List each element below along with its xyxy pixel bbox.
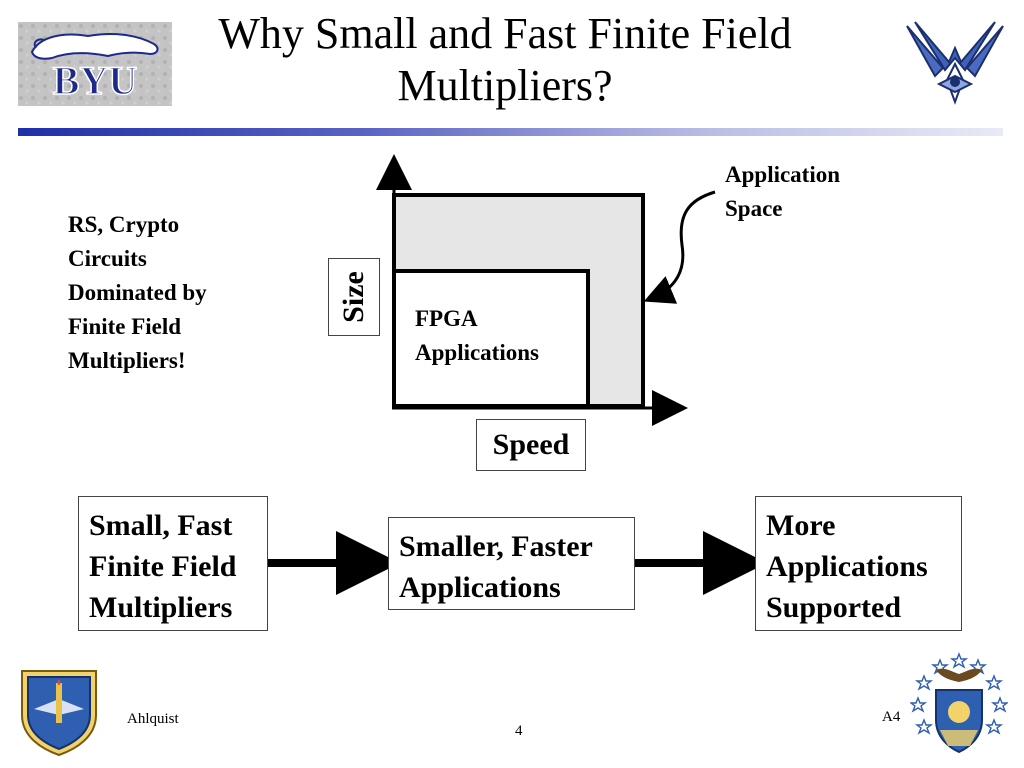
flow-box-line: Applications (766, 550, 928, 583)
application-space-line: Space (725, 196, 783, 221)
title-line-2: Multipliers? (397, 61, 613, 110)
left-note: RS, Crypto Circuits Dominated by Finite … (68, 208, 268, 378)
flow-box-line: More (766, 509, 836, 542)
footer-slide-code: A4 (882, 709, 901, 725)
left-note-line: Circuits (68, 246, 147, 271)
size-axis-label: Size (328, 258, 380, 336)
fpga-applications-region (392, 269, 590, 408)
footer-page-number: 4 (515, 723, 523, 739)
flow-box-line: Small, Fast (89, 509, 233, 542)
speed-axis-label: Speed (476, 419, 586, 471)
aetc-shield-icon (14, 665, 104, 757)
left-note-line: Multipliers! (68, 348, 186, 373)
byu-logo: BYU (18, 22, 172, 106)
footer-author: Ahlquist (127, 711, 179, 727)
fpga-label-line: Applications (415, 340, 539, 365)
application-space-label: Application Space (725, 158, 925, 226)
flow-box-line: Supported (766, 591, 902, 624)
title-underline (18, 128, 1003, 136)
application-space-pointer (643, 190, 716, 304)
slide-title: Why Small and Fast Finite Field Multipli… (180, 8, 830, 112)
flow-box-line: Applications (399, 571, 561, 604)
flow-box-smaller-faster-applications: Smaller, Faster Applications (388, 517, 635, 610)
flow-box-small-fast-multipliers: Small, Fast Finite Field Multipliers (78, 496, 268, 631)
flow-box-line: Multipliers (89, 591, 233, 624)
left-note-line: RS, Crypto (68, 212, 180, 237)
size-axis-label-text: Size (337, 271, 370, 323)
flow-box-line: Finite Field (89, 550, 237, 583)
air-force-wings-icon (905, 18, 1005, 110)
byu-logo-text: BYU (53, 58, 137, 103)
left-note-line: Finite Field (68, 314, 182, 339)
fpga-label-line: FPGA (415, 306, 478, 331)
flow-box-more-applications: More Applications Supported (755, 496, 962, 631)
left-note-line: Dominated by (68, 280, 207, 305)
fpga-applications-label: FPGA Applications (415, 302, 585, 370)
title-line-1: Why Small and Fast Finite Field (218, 9, 792, 58)
usafa-seal-icon (910, 650, 1008, 758)
flow-box-line: Smaller, Faster (399, 530, 593, 563)
application-space-line: Application (725, 162, 841, 187)
